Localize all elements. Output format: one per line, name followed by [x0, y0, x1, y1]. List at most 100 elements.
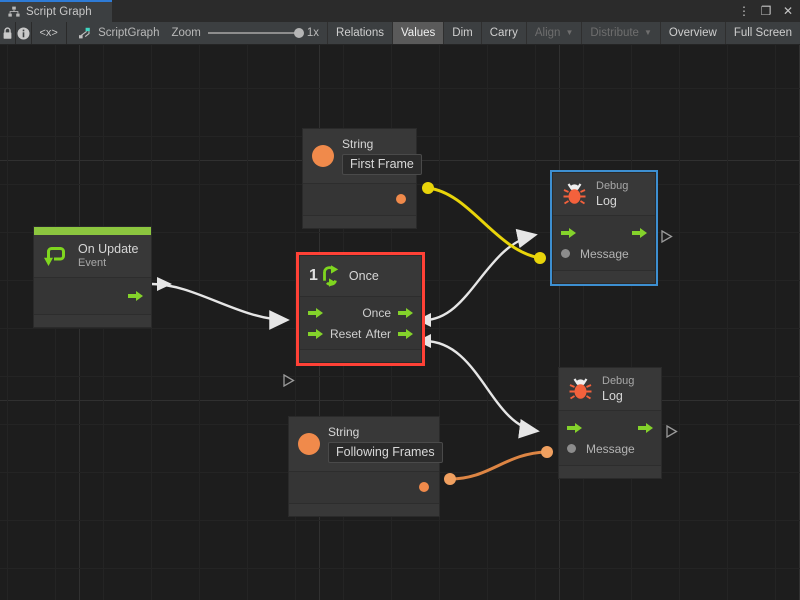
zoom-control[interactable]: Zoom 1x — [169, 22, 327, 44]
breadcrumb-label: ScriptGraph — [98, 27, 160, 39]
node-header: On Update Event — [34, 235, 151, 278]
toolbar-button-align-label: Align — [534, 27, 561, 39]
flow-out-arrow-icon[interactable] — [128, 290, 143, 301]
port-label-reset: Reset — [330, 326, 362, 341]
edge-pin-message-top-in — [534, 252, 546, 264]
node-once[interactable]: 1 Once Once — [296, 252, 425, 366]
graph-canvas[interactable]: On Update Event String First Frame — [0, 45, 800, 600]
value-out-port[interactable] — [419, 482, 429, 492]
toolbar-button-dim[interactable]: Dim — [443, 22, 480, 44]
toolbar-button-distribute[interactable]: Distribute ▼ — [581, 22, 660, 44]
edge-pin-firstframe-out — [422, 182, 434, 194]
node-header: String First Frame — [303, 129, 422, 184]
event-loop-icon — [43, 244, 69, 268]
port-row-flow[interactable]: Once — [300, 302, 421, 323]
zoom-slider-handle[interactable] — [293, 28, 304, 38]
message-in-port[interactable] — [561, 249, 570, 258]
graph-edges — [151, 182, 553, 485]
window-tab-bar: Script Graph ⋮ ❐ ✕ — [0, 0, 800, 22]
port-row-value-out[interactable] — [289, 481, 439, 493]
node-string-first-frame[interactable]: String First Frame — [302, 128, 422, 229]
node-footer — [303, 215, 416, 228]
message-in-port[interactable] — [567, 444, 576, 453]
flow-out-after-arrow-icon[interactable] — [398, 328, 413, 339]
toolbar-button-relations[interactable]: Relations — [327, 22, 392, 44]
chevron-down-icon: ▼ — [565, 28, 574, 37]
close-icon[interactable]: ✕ — [782, 4, 794, 18]
flow-out-arrow-icon[interactable] — [638, 422, 653, 433]
port-label-message: Message — [580, 246, 629, 261]
breadcrumb[interactable]: ScriptGraph — [66, 22, 169, 44]
port-row-out-flow[interactable] — [34, 285, 151, 306]
unconnected-port-debuglog-bottom-out[interactable] — [666, 424, 678, 443]
port-row-flow[interactable] — [559, 417, 661, 438]
toolbar-button-fullscreen[interactable]: Full Screen — [724, 22, 800, 44]
port-label-once-out: Once — [362, 305, 391, 320]
node-debug-log-bottom[interactable]: Debug Log Message — [558, 367, 662, 479]
flow-out-arrow-icon[interactable] — [632, 227, 647, 238]
port-row-message[interactable]: Message — [559, 438, 661, 459]
toolbar-button-align[interactable]: Align ▼ — [525, 22, 582, 44]
port-label-after: After — [365, 326, 391, 341]
node-subtitle: Log — [602, 389, 623, 403]
graph-node-icon — [78, 27, 91, 40]
string-value-field[interactable]: First Frame — [342, 154, 422, 175]
port-row-message[interactable]: Message — [553, 243, 655, 264]
flow-in-arrow-icon[interactable] — [567, 422, 582, 433]
zoom-value: 1x — [306, 27, 320, 39]
flow-in-reset-arrow-icon[interactable] — [308, 328, 323, 339]
code-toggle-icon[interactable]: <x> — [39, 27, 58, 39]
node-footer — [34, 314, 151, 327]
node-footer — [559, 465, 661, 478]
node-on-update[interactable]: On Update Event — [33, 226, 152, 328]
node-title: String — [342, 137, 374, 151]
node-footer — [300, 349, 421, 362]
info-icon[interactable] — [16, 22, 31, 44]
toolbar-button-overview[interactable]: Overview — [659, 22, 725, 44]
tab-label: Script Graph — [26, 6, 92, 18]
node-header: 1 Once — [300, 256, 421, 297]
toolbar-button-carry[interactable]: Carry — [480, 22, 526, 44]
node-header: String Following Frames — [289, 417, 443, 472]
edge-once-out-arrow-a — [417, 313, 431, 327]
graph-toolbar: <x> ScriptGraph Zoom 1x Relations Values… — [0, 22, 800, 45]
node-title: Debug — [596, 180, 629, 192]
window-controls: ⋮ ❐ ✕ — [734, 0, 798, 22]
value-out-port[interactable] — [396, 194, 406, 204]
node-footer — [289, 503, 439, 516]
edge-onupdate-to-once — [151, 282, 290, 330]
script-graph-icon — [8, 6, 20, 18]
flow-out-once-arrow-icon[interactable] — [398, 307, 413, 318]
flow-in-arrow-icon[interactable] — [308, 307, 323, 318]
tab-bar-empty-area — [112, 0, 800, 22]
zoom-slider[interactable] — [207, 28, 304, 38]
node-body — [34, 278, 151, 314]
node-header: Debug Log — [553, 173, 655, 216]
node-footer — [553, 270, 655, 283]
maximize-icon[interactable]: ❐ — [760, 4, 772, 18]
edge-firstframe-to-message-top — [427, 186, 541, 260]
edge-onupdate-start-arrow — [157, 277, 172, 291]
bug-icon — [562, 182, 587, 206]
port-row-value-out[interactable] — [303, 193, 416, 205]
node-accent-bar — [34, 227, 151, 235]
node-body: Once Reset After — [300, 297, 421, 349]
node-string-following-frames[interactable]: String Following Frames — [288, 416, 443, 517]
unconnected-port-debuglog-top-out[interactable] — [661, 229, 673, 248]
bug-icon — [568, 377, 593, 401]
lock-icon[interactable] — [0, 22, 15, 44]
tab-script-graph[interactable]: Script Graph — [0, 0, 112, 22]
more-options-icon[interactable]: ⋮ — [738, 4, 750, 18]
node-body: Message — [553, 216, 655, 270]
port-row-reset-after[interactable]: Reset After — [300, 323, 421, 344]
string-value-field[interactable]: Following Frames — [328, 442, 443, 463]
flow-in-arrow-icon[interactable] — [561, 227, 576, 238]
port-row-flow[interactable] — [553, 222, 655, 243]
edge-followingframes-to-message-bottom — [449, 450, 548, 481]
node-title: Once — [348, 269, 379, 283]
toolbar-button-values[interactable]: Values — [391, 22, 444, 44]
node-title: Debug — [602, 375, 635, 387]
node-body: Message — [559, 411, 661, 465]
unconnected-port-once-reset[interactable] — [283, 373, 295, 392]
node-debug-log-top[interactable]: Debug Log Message — [550, 170, 658, 286]
